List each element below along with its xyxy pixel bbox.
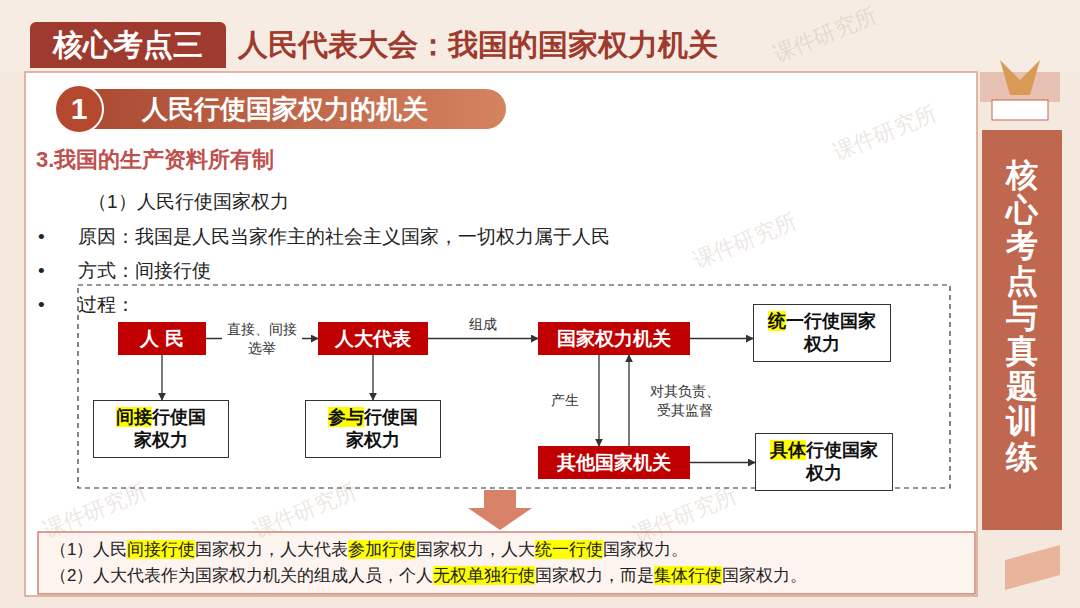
node-text: 国家权力机关 [557,326,671,352]
node-text: 其他国家机关 [557,450,671,476]
node-text: 1 [71,92,88,126]
ribbon-decoration [1000,60,1040,95]
box-text: 间接行使国家权力 [108,406,214,453]
connector [628,355,629,446]
process-box: 其他国家机关 [538,446,690,479]
node-text: （2）人大代表作为国家权力机关的组成人员，个人 [50,566,433,585]
sidebar-band: 核心考点与真题训练 [985,150,1059,510]
book-decoration [1005,545,1060,590]
box-text: 具体行使国家权力 [770,439,878,486]
node-text: 国家权力。 [603,540,688,559]
header-tab: 核心考点三 [30,22,226,68]
bullet-text: 原因：我国是人民当家作主的社会主义国家，一切权力属于人民 [78,225,610,250]
bullet-text: 过程： [78,293,135,318]
number-circle: 1 [54,84,104,134]
highlight-text: 统一行使 [535,540,603,559]
edge-label: 产生 [549,391,581,410]
bullet-text-text: 原因：我国是人民当家作主的社会主义国家，一切权力属于人民 [78,226,610,247]
process-box: 国家权力机关 [538,322,690,355]
book-decoration [992,100,1048,120]
edge-label-text: 对其负责、受其监督 [650,383,720,418]
highlight-text: 间接 [116,407,152,427]
process-box: 人大代表 [318,322,428,355]
content-panel [25,72,977,596]
edge-label-text: 直接、间接 选举 [227,321,297,356]
summary-box: （1）人民间接行使国家权力，人大代表参加行使国家权力，人大统一行使国家权力。（2… [42,535,972,591]
highlight-text: 无权单独行使 [433,566,535,585]
highlight-text: 间接行使 [127,540,195,559]
node-text: 国家权力，人大代表 [195,540,348,559]
result-box: 参与行使国家权力 [305,400,441,458]
edge-label: 对其负责、受其监督 [646,382,724,420]
edge-label: 组成 [467,315,499,334]
box-text: 统一行使国家权力 [768,310,876,357]
connector [372,355,373,400]
bullet-text: • [38,294,45,315]
bullet-text: 方式：间接行使 [78,259,211,284]
node-text: 人民行使国家权力的机关 [142,92,428,127]
result-box: 统一行使国家权力 [753,304,891,362]
node-text: （1）人民 [50,540,127,559]
node-text: 国家权力，人大 [416,540,535,559]
bullet: • [38,293,45,318]
node-text: 行使国家权力 [806,440,878,483]
summary-frame [38,532,975,594]
highlight-text: 参与 [328,407,364,427]
subheading-text: （1）人民行使国家权力 [88,191,289,212]
result-box: 间接行使国家权力 [93,400,229,458]
highlight-text: 具体 [770,440,806,460]
connector [598,355,599,446]
highlight-text: 参加行使 [348,540,416,559]
vertical-text: 核心考点与真题训练 [1006,158,1038,475]
header-band [0,0,1080,72]
edge-label-text: 组成 [469,316,497,332]
connector [690,338,753,339]
dashed-frame [78,285,950,488]
section-pill: 人民行使国家权力的机关 1 [62,89,506,129]
node-text: 核心考点三 [53,25,203,66]
down-arrow [468,490,532,530]
node-text: 人大代表 [335,326,411,352]
process-box: 人 民 [118,322,206,355]
bullet-text-text: 方式：间接行使 [78,260,211,281]
bullet-text-text: 过程： [78,294,135,315]
edge-label-text: 产生 [551,392,579,408]
result-box: 具体行使国家权力 [755,433,893,491]
highlight-text: 统 [768,311,786,331]
section-heading: 3.我国的生产资料所有制 [36,146,274,175]
connector [428,338,538,339]
slide-title: 人民代表大会：我国的国家权力机关 [238,22,718,68]
bullet-text: • [38,226,45,247]
subheading: （1）人民行使国家权力 [88,190,289,215]
title-text: 人民代表大会：我国的国家权力机关 [238,28,718,61]
connector [161,355,162,400]
connector [690,462,755,463]
node-text: 国家权力，而是 [535,566,654,585]
highlight-text: 集体行使 [654,566,722,585]
node-text: 国家权力。 [722,566,807,585]
bullet-text: • [38,260,45,281]
bullet: • [38,225,45,250]
node-text: 人 民 [140,326,183,352]
node-text: 一行使国家权力 [786,311,876,354]
sidebar-band [982,130,1062,530]
section-heading-text: 3.我国的生产资料所有制 [36,147,274,172]
box-text: 参与行使国家权力 [320,406,426,453]
bullet: • [38,259,45,284]
edge-label: 直接、间接 选举 [222,320,302,358]
